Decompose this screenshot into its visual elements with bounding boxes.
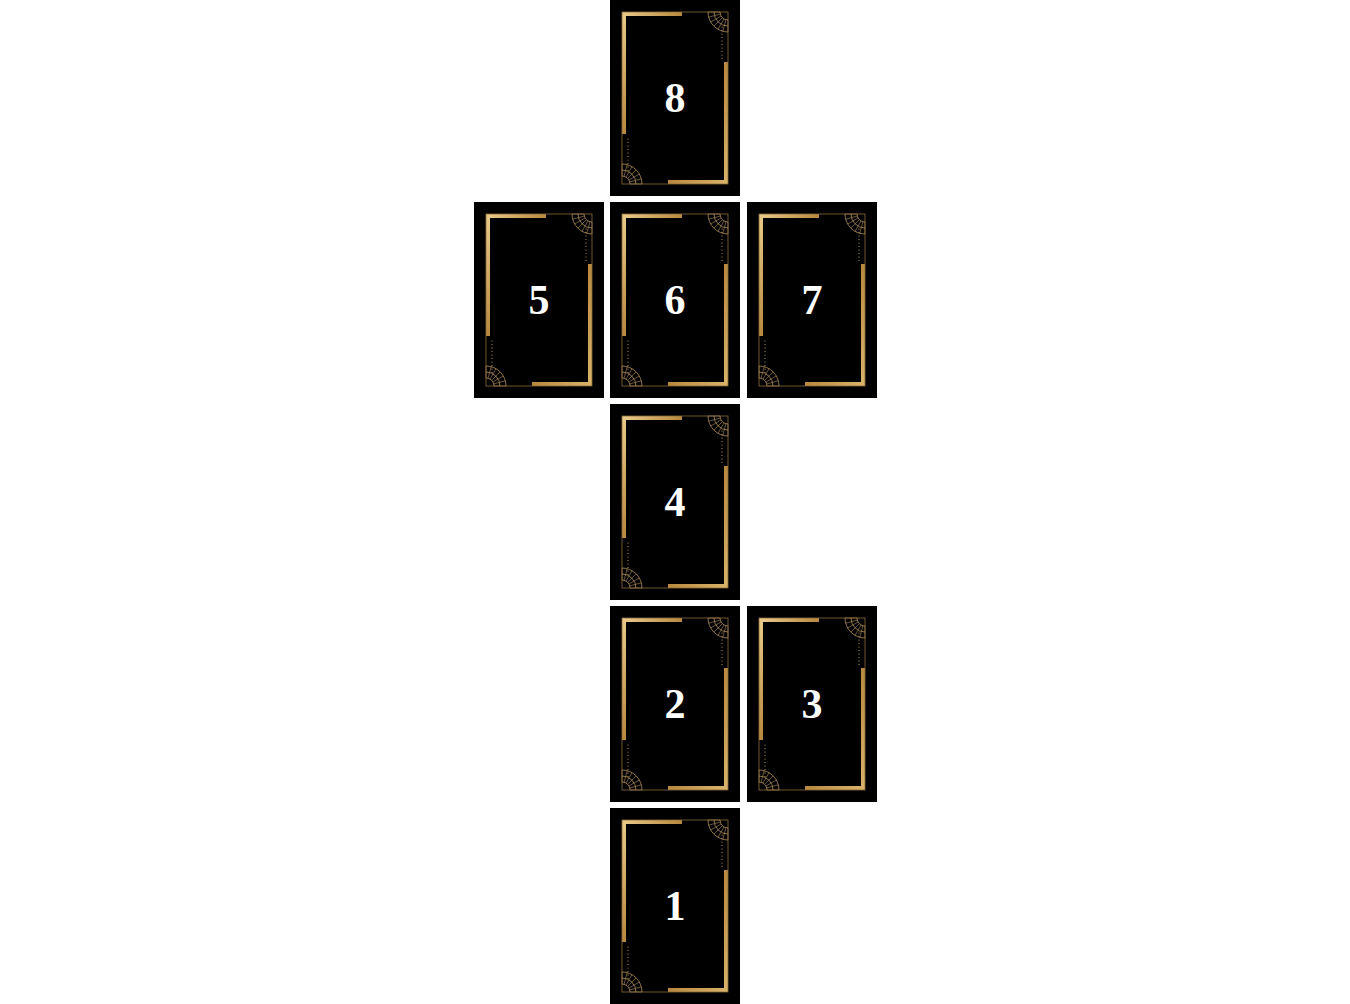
position-number: 7 [802, 279, 823, 321]
tarot-card: 8 [610, 0, 740, 196]
position-number: 8 [665, 77, 686, 119]
tarot-card: 5 [474, 202, 604, 398]
position-number: 5 [529, 279, 550, 321]
tarot-card: 4 [610, 404, 740, 600]
position-number: 2 [665, 683, 686, 725]
position-number: 6 [665, 279, 686, 321]
tarot-card: 7 [747, 202, 877, 398]
position-number: 4 [665, 481, 686, 523]
tarot-card: 2 [610, 606, 740, 802]
tarot-card: 1 [610, 808, 740, 1004]
tarot-card: 3 [747, 606, 877, 802]
position-number: 1 [665, 885, 686, 927]
tarot-card: 6 [610, 202, 740, 398]
position-number: 3 [802, 683, 823, 725]
